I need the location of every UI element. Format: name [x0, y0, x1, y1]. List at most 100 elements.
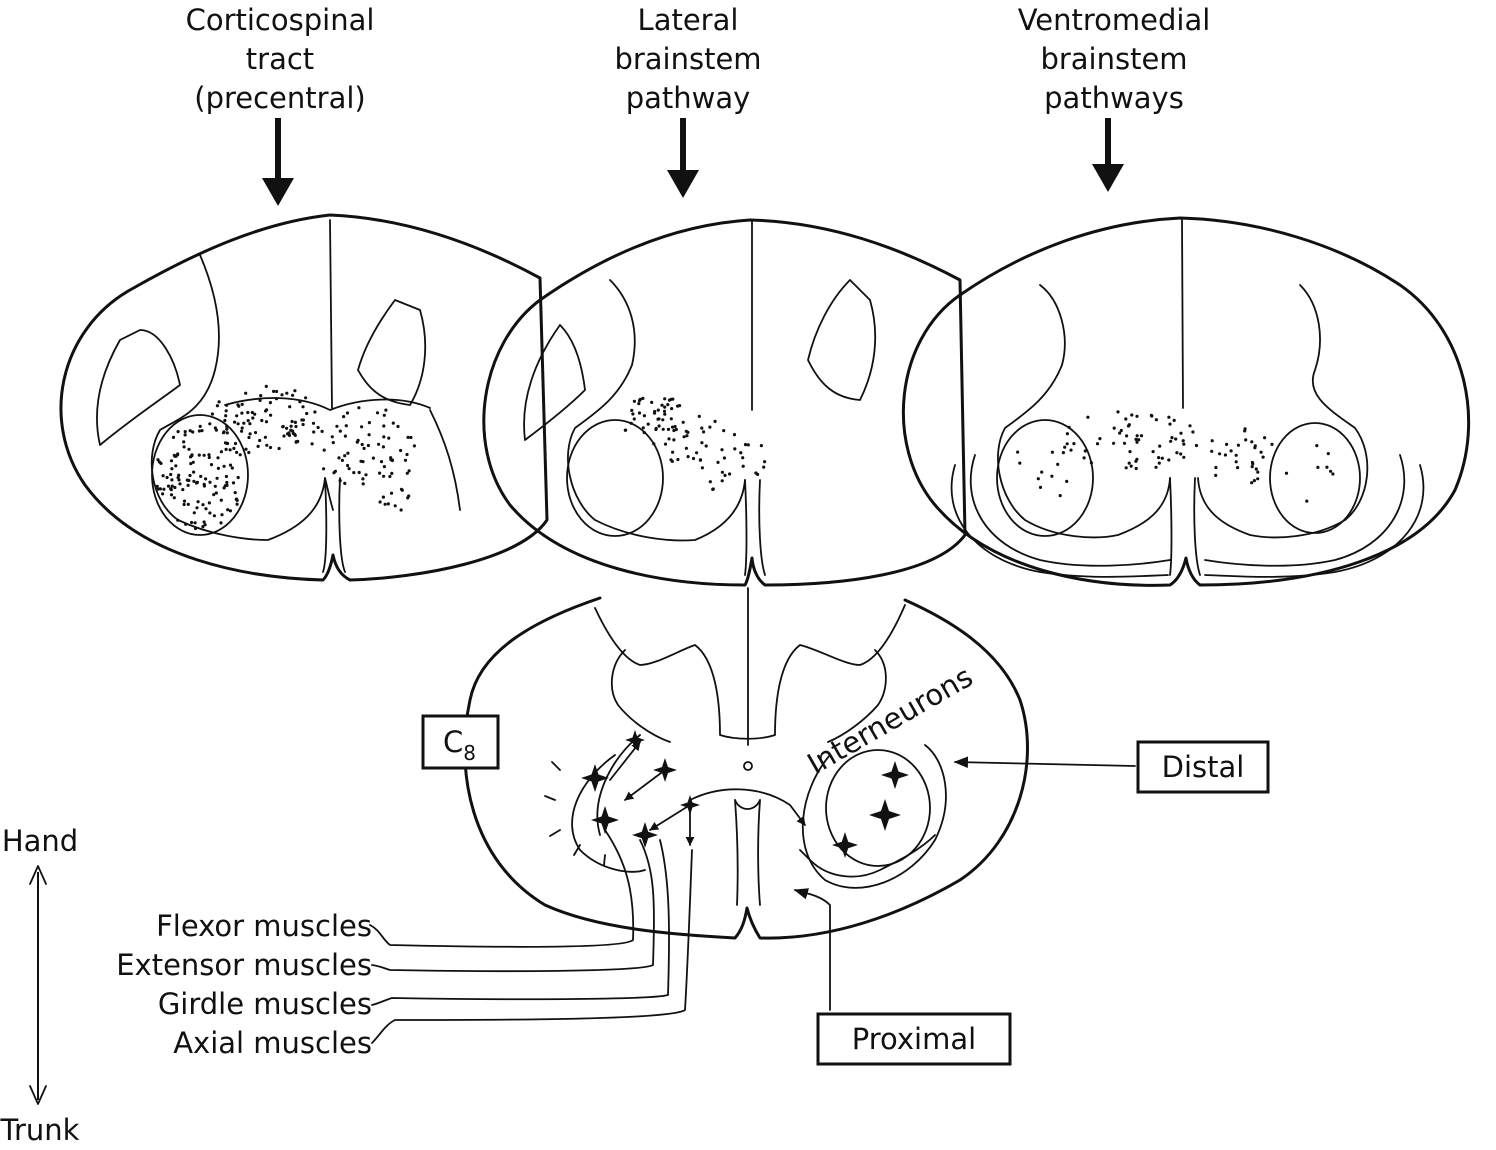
stipple-dot — [695, 451, 699, 455]
stipple-dot — [1167, 415, 1171, 419]
stipple-dot — [178, 482, 182, 486]
stipple-dot — [176, 518, 180, 522]
stipple-dot — [722, 456, 727, 460]
stipple-dot — [188, 473, 192, 478]
stipple-dot — [313, 410, 317, 414]
stipple-dot — [637, 402, 641, 406]
stipple-dot — [1116, 410, 1120, 414]
stipple-dot — [1244, 438, 1248, 442]
stipple-dot — [367, 433, 371, 437]
stipple-dot — [274, 397, 279, 401]
stipple-dot — [193, 526, 198, 531]
stipple-dot — [166, 484, 171, 488]
arrow-lateral — [667, 118, 699, 198]
stipple-dot — [670, 425, 675, 429]
stipple-dot — [1118, 431, 1122, 435]
stipple-dot — [630, 408, 634, 412]
stipple-dot — [704, 444, 708, 448]
stipple-dot — [1263, 436, 1267, 440]
motor-neuron-icon — [832, 832, 858, 858]
stipple-dot — [407, 469, 411, 473]
stipple-dot — [175, 453, 180, 457]
stipple-dot — [320, 429, 324, 433]
stipple-dot — [184, 522, 188, 526]
stipple-dot — [260, 418, 264, 423]
stipple-dot — [335, 424, 339, 428]
stipple-dot — [371, 456, 375, 460]
stipple-dot — [352, 471, 356, 475]
stipple-dot — [1170, 436, 1174, 440]
stipple-dot — [240, 429, 244, 433]
label-axial-muscles: Axial muscles — [173, 1026, 372, 1060]
stipple-dot — [224, 409, 228, 413]
stipple-dot — [1122, 441, 1127, 445]
stipple-dot — [236, 403, 240, 407]
stipple-dot — [156, 458, 160, 462]
stipple-dot — [1223, 453, 1227, 457]
stipple-dot — [183, 433, 187, 437]
stipple-dot — [389, 456, 393, 460]
stipple-dot — [1157, 461, 1161, 465]
stipple-dot — [1134, 437, 1138, 441]
stipple-dot — [214, 491, 218, 495]
stipple-dot — [187, 478, 191, 483]
label-corticospinal-line2: tract — [246, 42, 314, 76]
stipple-dot — [1256, 477, 1260, 481]
stipple-dot — [219, 521, 223, 525]
stipple-dot — [322, 467, 326, 471]
distal-label: Distal — [1162, 750, 1245, 784]
motor-neuron-icon — [581, 764, 609, 792]
stipple-dot — [246, 410, 250, 415]
stipple-dot — [1112, 426, 1116, 430]
stipple-dot — [723, 473, 727, 477]
stipple-dot — [256, 444, 260, 448]
stipple-dot — [382, 474, 386, 478]
stipple-dot — [238, 453, 242, 457]
stipple-dot — [156, 487, 160, 491]
stipple-dot — [1172, 418, 1176, 422]
stipple-dot — [265, 408, 269, 412]
stipple-dot — [207, 501, 211, 505]
stipple-dot — [1134, 466, 1138, 471]
stipple-dot — [746, 443, 750, 447]
stipple-dot — [170, 478, 174, 482]
stipple-dot — [244, 391, 248, 395]
stipple-dot — [301, 405, 305, 409]
stipple-dot — [359, 459, 363, 463]
stipple-dot — [700, 426, 704, 430]
stipple-dot — [1157, 456, 1161, 460]
stipple-dot — [344, 424, 348, 428]
stipple-dot — [225, 431, 229, 435]
segment-c8-box: C8 — [421, 714, 500, 770]
stipple-dot — [632, 399, 637, 403]
stipple-dot — [382, 413, 386, 417]
stipple-dot — [223, 418, 227, 423]
stipple-dot — [345, 411, 350, 415]
stipple-dot — [288, 405, 292, 409]
stipple-dot — [187, 447, 191, 451]
stipple-dot — [708, 425, 712, 429]
stipple-dot — [190, 453, 194, 457]
stipple-dot — [1065, 479, 1069, 483]
stipple-dot — [182, 502, 186, 507]
stipple-dot — [197, 453, 201, 457]
stipple-dot — [663, 412, 667, 416]
stipple-dot — [711, 487, 715, 491]
stipple-dot — [409, 435, 413, 440]
stipple-dot — [195, 506, 199, 510]
stipple-dot — [225, 480, 229, 485]
segment-sub: 8 — [463, 741, 476, 765]
segment-base: C — [443, 725, 463, 759]
stipple-dot — [1243, 427, 1247, 431]
stipple-dot — [1251, 462, 1255, 466]
arrow-corticospinal — [262, 118, 294, 206]
stipple-dot — [1179, 452, 1183, 456]
stipple-dot — [171, 435, 176, 439]
stipple-dot — [377, 442, 381, 446]
stipple-dot — [691, 456, 696, 461]
stipple-dot — [248, 432, 252, 436]
stipple-dot — [654, 427, 658, 432]
stipple-dot — [1188, 424, 1192, 428]
stipple-dot — [216, 466, 220, 470]
stipple-dot — [186, 483, 190, 487]
